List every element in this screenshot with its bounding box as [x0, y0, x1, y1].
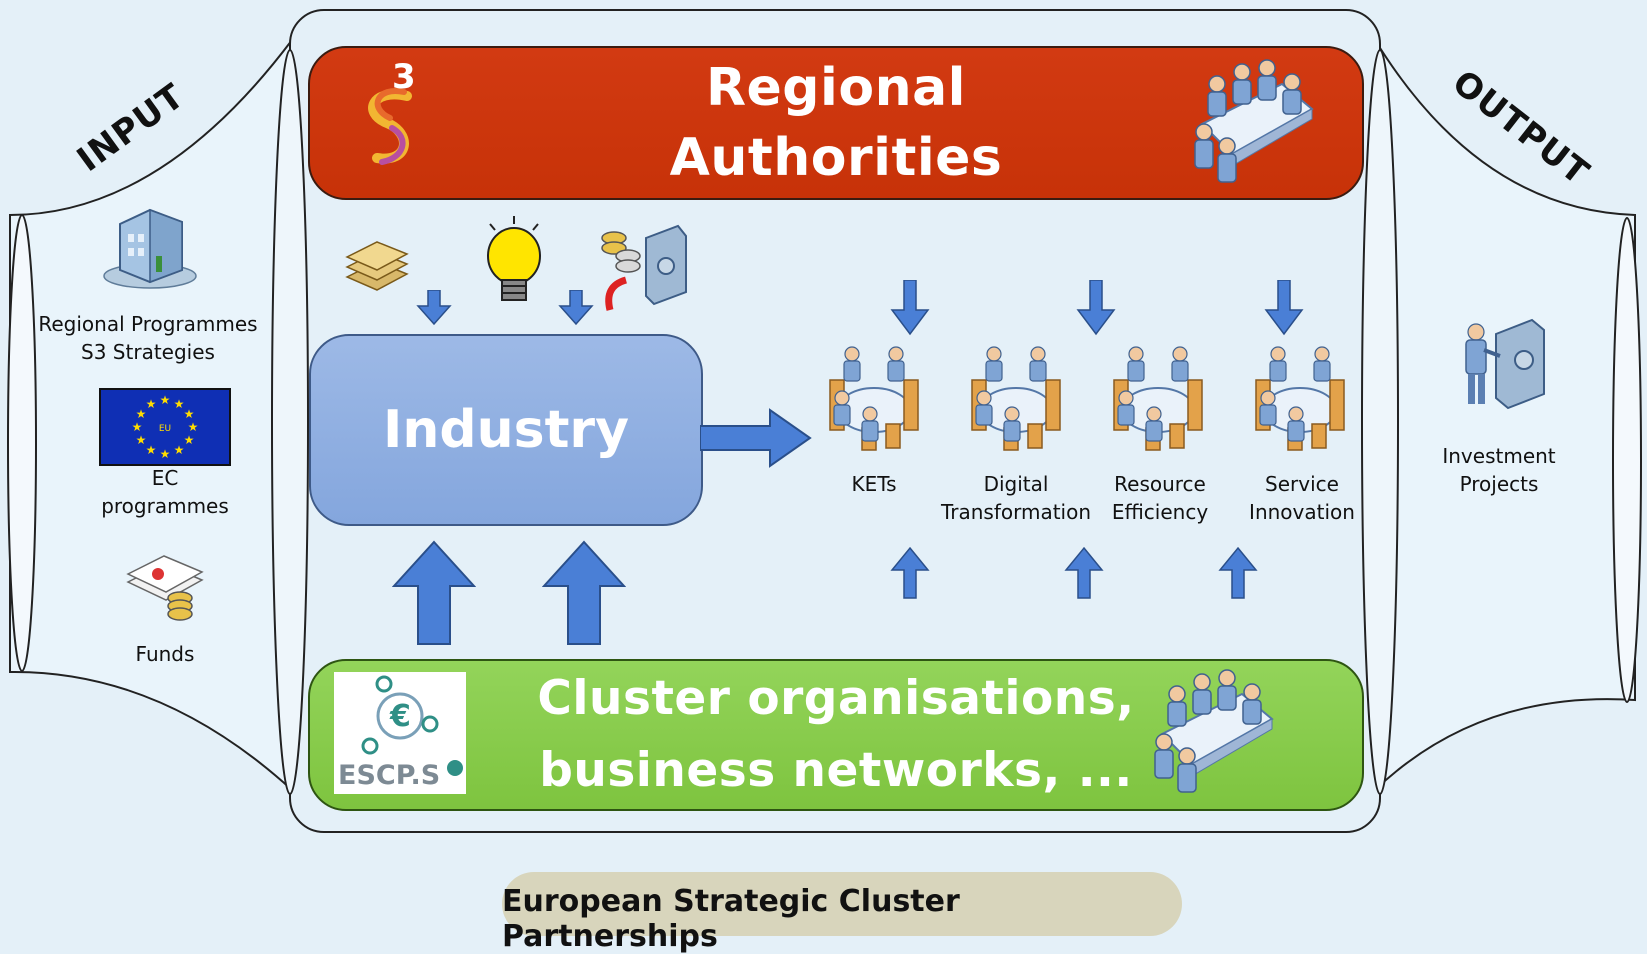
up-arrow-large-1	[392, 540, 476, 645]
eu-flag-text: EU	[159, 424, 171, 434]
footer-title: European Strategic Cluster Partnerships	[502, 872, 1182, 954]
papers-stack-icon	[345, 241, 409, 291]
theme-service-line2: Innovation	[1249, 500, 1355, 524]
theme-resource-label: Resource Efficiency	[1098, 470, 1222, 526]
escp-logo-icon: € ESCP.S	[338, 675, 463, 791]
svg-text:★: ★	[174, 443, 185, 457]
theme-service-line1: Service	[1265, 472, 1339, 496]
svg-text:★: ★	[184, 407, 195, 421]
eu-flag-icon: ★★★★ ★★★★ ★★★★ EU	[99, 388, 231, 466]
meeting-round-icon-digital	[971, 346, 1061, 451]
regional-authorities-line2: Authorities	[669, 128, 1003, 188]
svg-text:€: €	[389, 699, 411, 734]
meeting-table-icon-cluster	[1154, 669, 1274, 793]
svg-text:★: ★	[184, 433, 195, 447]
input-programmes-label: Regional Programmes S3 Strategies	[30, 310, 266, 366]
svg-text:★: ★	[146, 397, 157, 411]
footer-title-text: European Strategic Cluster Partnerships	[502, 884, 960, 954]
up-arrow-large-2	[542, 540, 626, 645]
output-funnel	[1374, 36, 1636, 793]
theme-service-label: Service Innovation	[1240, 470, 1364, 526]
theme-digital-line2: Transformation	[940, 500, 1092, 524]
input-programmes-line1: Regional Programmes	[38, 312, 258, 336]
down-arrow-theme-2	[1076, 280, 1116, 336]
meeting-table-icon	[1194, 59, 1314, 183]
safe-coins-icon	[601, 224, 687, 311]
down-arrow-small-1	[416, 290, 452, 326]
svg-text:★: ★	[188, 420, 199, 434]
industry-label: Industry	[383, 400, 629, 460]
output-investment-line2: Projects	[1459, 472, 1539, 496]
down-arrow-theme-3	[1264, 280, 1304, 336]
svg-text:★: ★	[146, 443, 157, 457]
theme-digital-line1: Digital	[983, 472, 1049, 496]
regional-authorities-band: Regional Authorities	[308, 46, 1364, 200]
escp-logo-text: ESCP.S	[338, 760, 440, 791]
lightbulb-icon	[487, 216, 541, 301]
cluster-organisations-band: Cluster organisations, business networks…	[308, 659, 1364, 811]
theme-resource-line2: Efficiency	[1111, 500, 1209, 524]
theme-kets-label: KETs	[851, 472, 897, 496]
down-arrow-theme-1	[890, 280, 930, 336]
svg-text:★: ★	[160, 393, 171, 407]
output-investment-label: Investment Projects	[1420, 442, 1578, 498]
up-arrow-theme-3	[1218, 546, 1258, 599]
meeting-round-icon-service	[1255, 346, 1345, 451]
investment-safe-icon	[1465, 318, 1545, 410]
s3-logo-icon: 3	[368, 58, 416, 165]
input-ec-line2: programmes	[101, 494, 229, 518]
svg-text:★: ★	[136, 433, 147, 447]
cluster-line2: business networks, ...	[539, 743, 1133, 798]
input-funnel-mouth	[7, 214, 37, 672]
input-ec-line1: EC	[151, 466, 179, 490]
svg-text:★: ★	[136, 407, 147, 421]
building-icon	[103, 208, 197, 289]
output-investment-line1: Investment	[1442, 444, 1556, 468]
funds-documents-icon	[126, 555, 204, 621]
meeting-round-icon-kets	[829, 346, 919, 451]
input-programmes-line2: S3 Strategies	[81, 340, 215, 364]
svg-text:★: ★	[174, 397, 185, 411]
cluster-line1: Cluster organisations,	[537, 671, 1135, 726]
industry-box: Industry	[309, 334, 703, 526]
input-funds-label: Funds	[135, 642, 195, 666]
output-funnel-mouth	[1612, 217, 1642, 703]
svg-text:★: ★	[160, 447, 171, 461]
input-ec-label: EC programmes	[60, 464, 270, 520]
right-arrow	[700, 408, 812, 468]
up-arrow-theme-2	[1064, 546, 1104, 599]
regional-authorities-line1: Regional	[705, 58, 966, 118]
up-arrow-theme-1	[890, 546, 930, 599]
s3-numeral: 3	[392, 58, 416, 97]
down-arrow-small-2	[558, 290, 594, 326]
svg-text:★: ★	[132, 420, 143, 434]
meeting-round-icon-resource	[1113, 346, 1203, 451]
escp-logo: € ESCP.S	[334, 672, 466, 794]
theme-resource-line1: Resource	[1114, 472, 1206, 496]
theme-digital-label: Digital Transformation	[936, 470, 1096, 526]
